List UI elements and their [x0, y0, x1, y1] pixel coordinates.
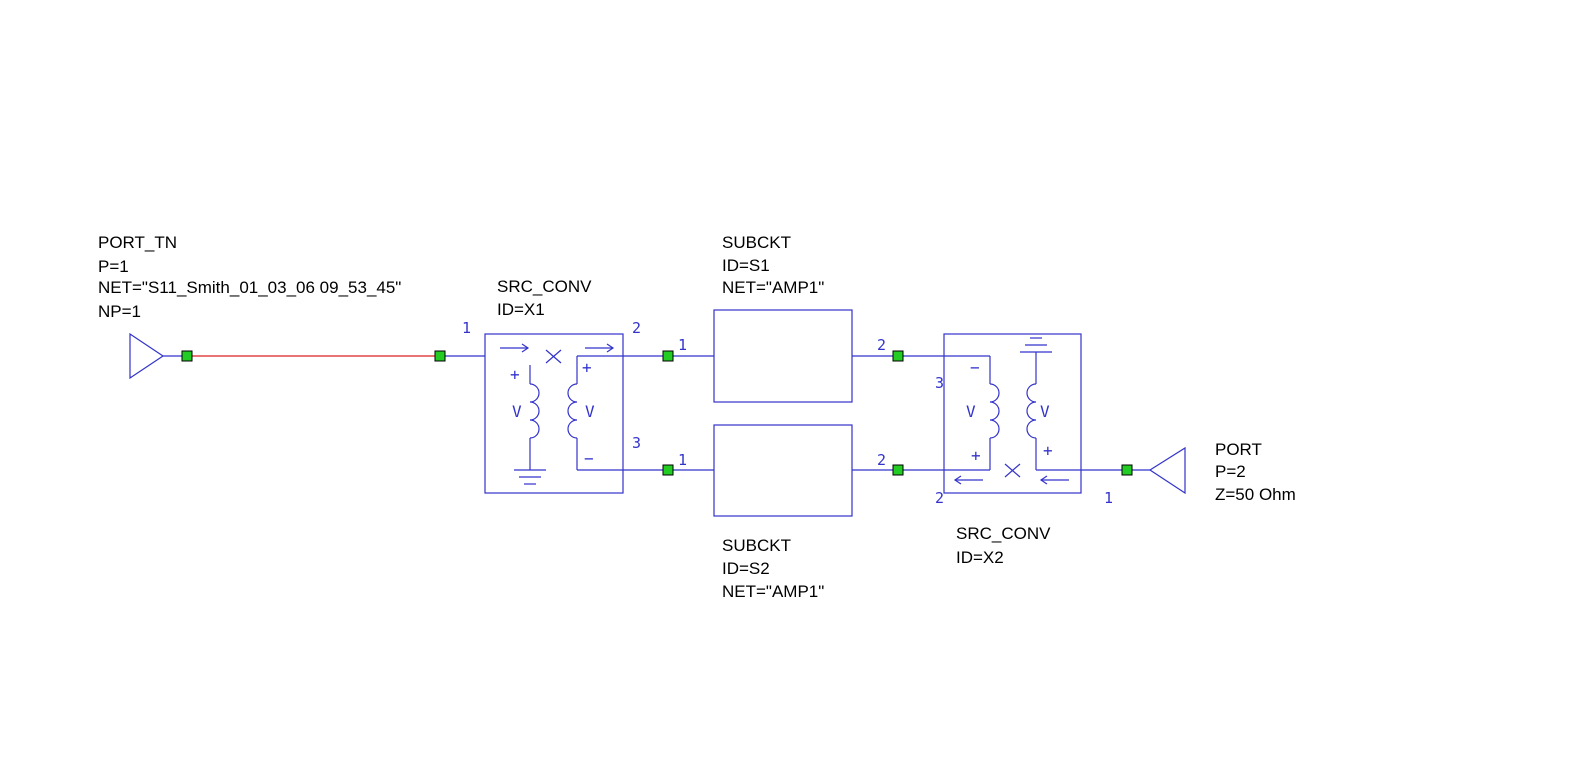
port-2-symbol[interactable]: [1148, 446, 1186, 495]
node-port2[interactable]: [1121, 464, 1133, 476]
node-s2-in[interactable]: [662, 464, 674, 476]
node-s1-in[interactable]: [662, 350, 674, 362]
cross-icon: [545, 349, 562, 364]
port-2-p: P=2: [1215, 462, 1246, 481]
x1-v-left: V: [512, 402, 522, 421]
src-conv-x1-id: ID=X1: [497, 300, 545, 319]
subckt-s2[interactable]: SUBCKT ID=S2 NET="AMP1" 1 2: [678, 424, 886, 601]
x1-minus: −: [584, 449, 594, 468]
ground-icon: [1020, 337, 1052, 356]
arrow-left-icon: [953, 475, 983, 485]
src-conv-x1[interactable]: SRC_CONV ID=X1 1 2 3 +: [462, 277, 641, 494]
subckt-s1-body[interactable]: [713, 309, 853, 403]
subckt-s1-pin-2: 2: [877, 336, 886, 354]
port-1-symbol[interactable]: [129, 332, 165, 380]
port-2-type: PORT: [1215, 440, 1262, 459]
subckt-s1-net: NET="AMP1": [722, 278, 824, 297]
arrow-right-icon: [585, 343, 615, 353]
subckt-s2-net: NET="AMP1": [722, 582, 824, 601]
node-s2-out[interactable]: [892, 464, 904, 476]
src-conv-x2-pin-1: 1: [1104, 489, 1113, 507]
src-conv-x1-pin-1: 1: [462, 319, 471, 337]
arrow-right-icon: [500, 343, 530, 353]
src-conv-x2[interactable]: SRC_CONV ID=X2 3 2 1: [935, 333, 1113, 567]
src-conv-x2-pin-2: 2: [935, 489, 944, 507]
src-conv-x1-pin-3: 3: [632, 434, 641, 452]
port-1-type: PORT_TN: [98, 233, 177, 252]
src-conv-x2-body[interactable]: [943, 333, 1082, 494]
port-1-np: NP=1: [98, 302, 141, 321]
x1-v-right: V: [585, 402, 595, 421]
port-2-z: Z=50 Ohm: [1215, 485, 1296, 504]
src-conv-x1-body[interactable]: [484, 333, 624, 494]
port-1-p: P=1: [98, 257, 129, 276]
x1-plus-left: +: [510, 365, 520, 384]
port-2[interactable]: PORT P=2 Z=50 Ohm: [1148, 440, 1296, 504]
subckt-s2-body[interactable]: [713, 424, 853, 517]
x2-plus-left: +: [971, 446, 981, 465]
src-conv-x2-type: SRC_CONV: [956, 524, 1051, 543]
x1-plus-right: +: [582, 358, 592, 377]
ground-icon: [514, 469, 546, 485]
x2-v-right: V: [1040, 402, 1050, 421]
subckt-s2-pin-1: 1: [678, 451, 687, 469]
port-1-net: NET="S11_Smith_01_03_06 09_53_45": [98, 278, 401, 297]
subckt-s1-type: SUBCKT: [722, 233, 791, 252]
node-x1-in[interactable]: [434, 350, 446, 362]
src-conv-x2-id: ID=X2: [956, 548, 1004, 567]
subckt-s1-id: ID=S1: [722, 256, 770, 275]
subckt-s2-pin-2: 2: [877, 451, 886, 469]
node-s1-out[interactable]: [892, 350, 904, 362]
src-conv-x1-pin-2: 2: [632, 319, 641, 337]
port-1[interactable]: PORT_TN P=1 NET="S11_Smith_01_03_06 09_5…: [98, 233, 401, 380]
x2-plus-right: +: [1043, 441, 1053, 460]
x2-coil-left: [989, 383, 1000, 439]
subckt-s2-id: ID=S2: [722, 559, 770, 578]
node-port1[interactable]: [181, 350, 193, 362]
src-conv-x2-pin-3: 3: [935, 374, 944, 392]
subckt-s1-pin-1: 1: [678, 336, 687, 354]
x1-coil-right: [567, 383, 578, 439]
x1-coil-left: [529, 383, 540, 439]
x2-coil-right: [1026, 383, 1037, 439]
cross-icon: [1004, 463, 1021, 478]
subckt-s2-type: SUBCKT: [722, 536, 791, 555]
x2-minus: −: [970, 358, 980, 377]
arrow-left-icon: [1039, 475, 1069, 485]
src-conv-x1-type: SRC_CONV: [497, 277, 592, 296]
x2-v-left: V: [966, 402, 976, 421]
subckt-s1[interactable]: SUBCKT ID=S1 NET="AMP1" 1 2: [678, 233, 886, 403]
